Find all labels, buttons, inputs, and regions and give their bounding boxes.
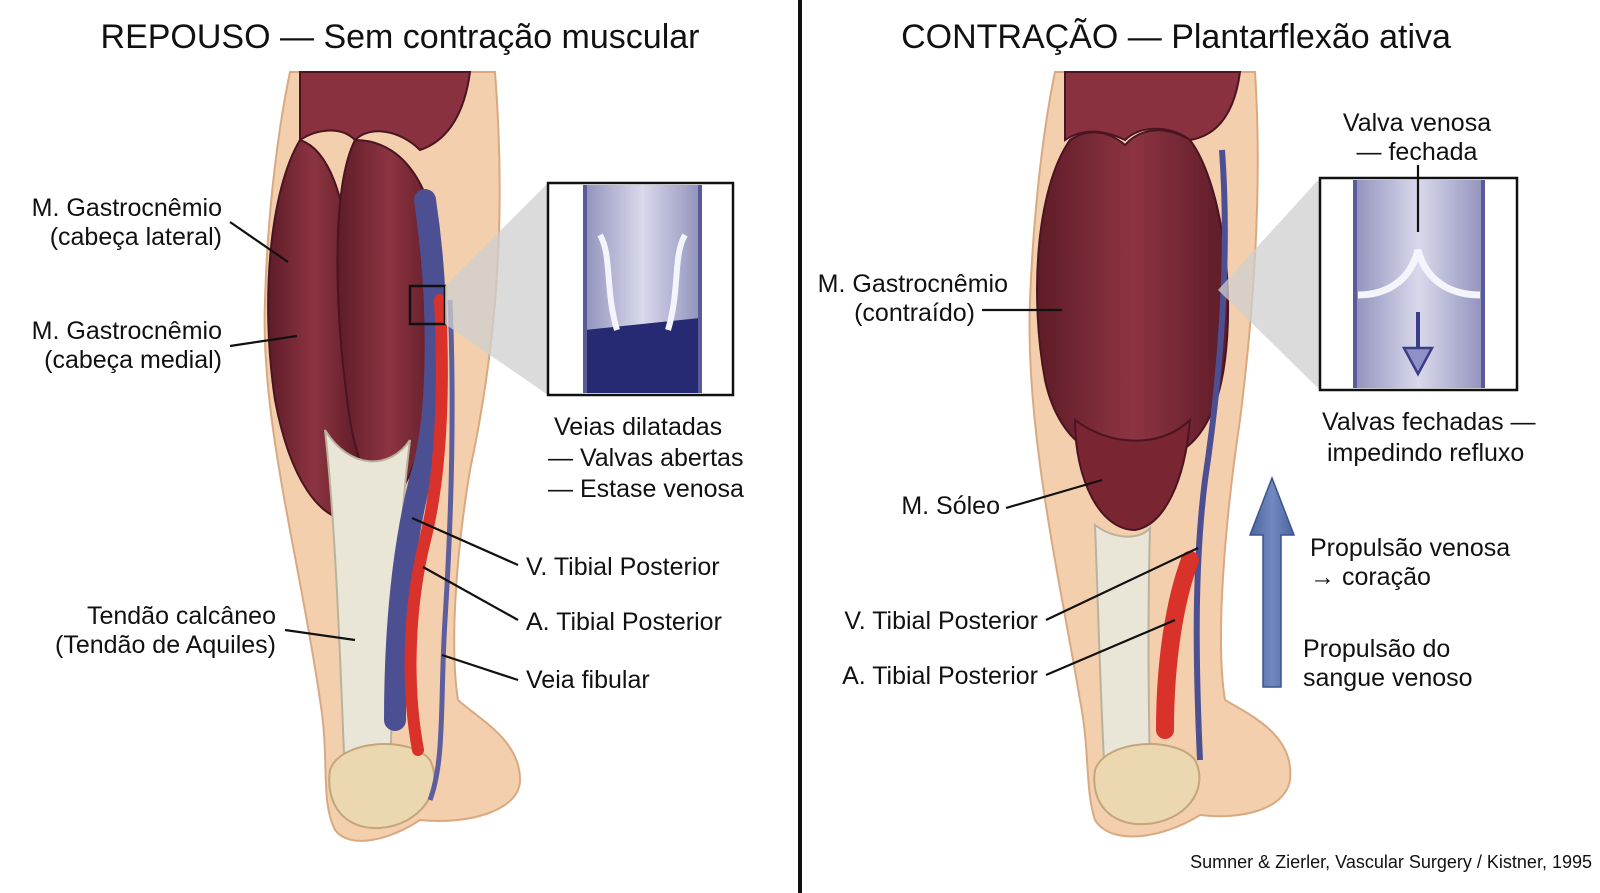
leader-soleo (1005, 478, 1103, 510)
label-closed-valves-1: Valvas fechadas — (1322, 408, 1536, 436)
left-upper-muscles (299, 71, 472, 152)
leader-v-tibial-right (1045, 547, 1199, 621)
leader-a-tibial (422, 566, 519, 621)
right-soleus (1073, 417, 1192, 532)
leader-gastro-lateral (229, 221, 289, 263)
right-achilles-tendon (1093, 522, 1152, 782)
label-inset-1: Veias dilatadas (554, 413, 722, 441)
down-arrow-icon (1401, 346, 1435, 377)
label-propulsion-2: → coração (1310, 563, 1431, 591)
label-inset-2: — Valvas abertas (548, 444, 743, 472)
label-propulsion-1: Propulsão venosa (1310, 534, 1510, 562)
leader-gastro-medial (229, 334, 298, 348)
right-posterior-tibial-artery (1156, 551, 1199, 739)
right-panel: CONTRAÇÃO — Plantarflexão ativa (818, 18, 1536, 838)
left-fibular-vein (427, 299, 455, 801)
right-title: CONTRAÇÃO — Plantarflexão ativa (901, 18, 1451, 56)
label-a-tibial-right: A. Tibial Posterior (842, 662, 1038, 690)
leader-tendon (284, 628, 356, 642)
left-title: REPOUSO — Sem contração muscular (101, 18, 700, 56)
left-posterior-tibial-artery (404, 294, 448, 756)
label-valve-1: Valva venosa (1343, 109, 1491, 137)
left-posterior-tibial-vein (384, 189, 447, 731)
right-zoom-cone (1218, 178, 1320, 390)
label-gastro-contracted-2: (contraído) (854, 299, 975, 327)
leader-veia-fibular (441, 653, 519, 682)
label-blood-1: Propulsão do (1303, 635, 1450, 663)
left-inset-open-valves (546, 181, 735, 397)
label-gastro-medial-2: (cabeça medial) (44, 346, 222, 374)
left-zoom-cone (445, 183, 548, 395)
label-valve-2: — fechada (1357, 138, 1478, 166)
label-tendon-1: Tendão calcâneo (87, 602, 276, 630)
label-closed-valves-2: impedindo refluxo (1327, 439, 1524, 467)
label-gastro-contracted-1: M. Gastrocnêmio (818, 270, 1008, 298)
leader-a-tibial-right (1045, 618, 1176, 677)
label-soleo: M. Sóleo (901, 492, 1000, 520)
label-gastro-lateral-1: M. Gastrocnêmio (32, 194, 222, 222)
label-gastro-medial-1: M. Gastrocnêmio (32, 317, 222, 345)
left-panel: REPOUSO — Sem contração muscular (32, 18, 744, 842)
label-v-tibial-left: V. Tibial Posterior (526, 553, 720, 581)
right-gastrocnemius-contracted (1036, 129, 1230, 459)
label-a-tibial-left: A. Tibial Posterior (526, 608, 722, 636)
label-blood-2: sangue venoso (1303, 664, 1473, 692)
right-posterior-tibial-vein (1193, 149, 1228, 761)
citation: Sumner & Zierler, Vascular Surgery / Kis… (1190, 852, 1592, 872)
leader-v-tibial (411, 516, 519, 567)
label-v-tibial-right: V. Tibial Posterior (844, 607, 1038, 635)
label-veia-fibular: Veia fibular (526, 666, 650, 694)
up-arrow-icon (1248, 475, 1296, 688)
left-heel (328, 743, 436, 830)
label-gastro-lateral-2: (cabeça lateral) (50, 223, 222, 251)
label-tendon-2: (Tendão de Aquiles) (55, 631, 276, 659)
label-inset-3: — Estase venosa (548, 475, 744, 503)
right-heel (1093, 743, 1201, 826)
